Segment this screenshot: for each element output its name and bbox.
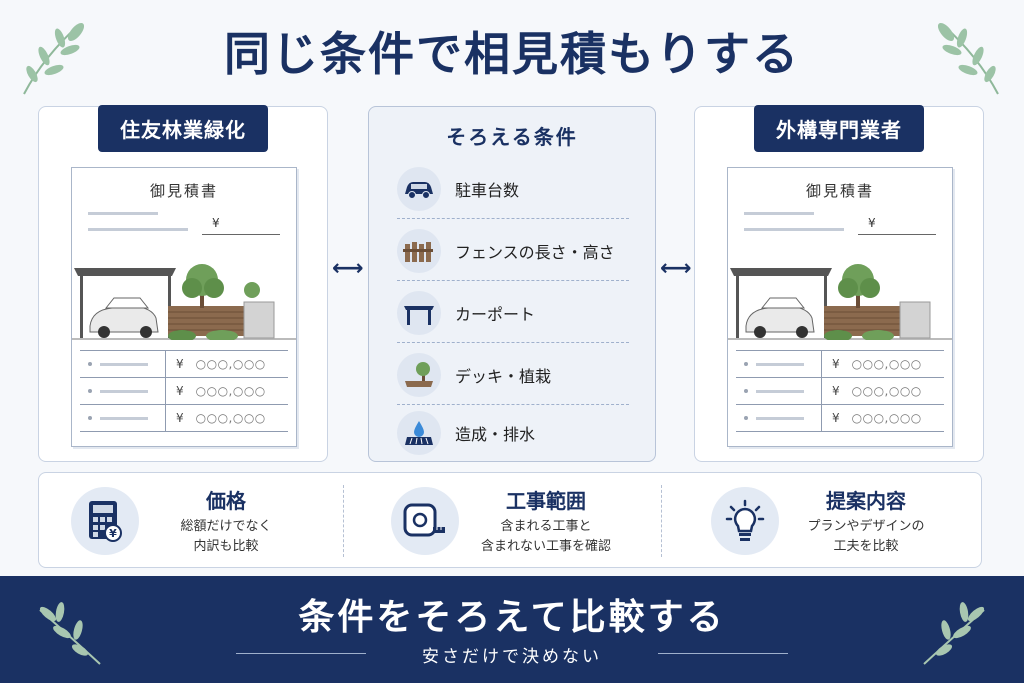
estimate-document: 御見積書 ¥ (727, 167, 953, 447)
lightbulb-icon (711, 487, 779, 555)
car-icon (397, 166, 441, 211)
garden-scene-icon (72, 264, 296, 340)
doc-line (88, 212, 158, 215)
drainage-icon (397, 411, 441, 455)
leaf-icon (39, 602, 101, 665)
fence-icon (397, 228, 441, 273)
comparison-points: ¥ 価格 総額だけでなく内訳も比較 工事範囲 含まれる工事と含まれない工事を確認… (38, 472, 982, 568)
company-tag: 外構専門業者 (754, 105, 924, 152)
doc-title: 御見積書 (805, 182, 874, 200)
banner-title: 条件をそろえて比較する (298, 597, 726, 638)
divider (236, 653, 366, 654)
compare-arrow-icon: ⟷ (332, 256, 364, 281)
doc-line (744, 212, 814, 215)
estimate-table: ¥○○○,○○○ ¥○○○,○○○ ¥○○○,○○○ (736, 350, 944, 432)
compare-arrow-icon: ⟷ (660, 256, 692, 281)
page-title: 同じ条件で相見積もりする (224, 27, 800, 81)
carport-icon (397, 290, 441, 335)
garden-scene-icon (728, 264, 952, 340)
point-proposal: 提案内容 プランやデザインの工夫を比較 (679, 473, 979, 569)
bottom-banner: 条件をそろえて比較する 安さだけで決めない (0, 576, 1024, 683)
conditions-panel: そろえる条件 駐車台数 フェンスの長さ・高さ カーポート デッキ・植栽 造成・排… (368, 106, 656, 462)
point-scope: 工事範囲 含まれる工事と含まれない工事を確認 (359, 473, 659, 569)
estimate-document: 御見積書 ¥ (71, 167, 297, 447)
calculator-icon: ¥ (71, 487, 139, 555)
tape-measure-icon (391, 487, 459, 555)
condition-item: デッキ・植栽 (397, 345, 629, 405)
estimate-card-right: 外構専門業者 御見積書 ¥ (694, 105, 984, 462)
leaf-icon (923, 602, 985, 665)
table-row: ¥○○○,○○○ (736, 351, 944, 378)
table-row: ¥○○○,○○○ (80, 405, 288, 432)
doc-yen: ¥ (212, 216, 220, 230)
table-row: ¥○○○,○○○ (736, 378, 944, 405)
condition-item: 駐車台数 (397, 159, 629, 219)
deck-tree-icon (397, 352, 441, 397)
condition-item: フェンスの長さ・高さ (397, 221, 629, 281)
estimate-table: ¥○○○,○○○ ¥○○○,○○○ ¥○○○,○○○ (80, 350, 288, 432)
table-row: ¥○○○,○○○ (736, 405, 944, 432)
table-row: ¥○○○,○○○ (80, 351, 288, 378)
divider (343, 485, 344, 557)
conditions-title: そろえる条件 (446, 125, 578, 149)
leaf-icon (23, 22, 85, 95)
condition-item: カーポート (397, 283, 629, 343)
banner-subtitle: 安さだけで決めない (422, 647, 602, 667)
doc-yen-line (858, 234, 936, 235)
divider (661, 485, 662, 557)
doc-line (744, 228, 844, 231)
divider (658, 653, 788, 654)
svg-text:¥: ¥ (109, 527, 117, 540)
doc-line (88, 228, 188, 231)
doc-title: 御見積書 (149, 182, 218, 200)
condition-item: 造成・排水 (397, 403, 629, 463)
table-row: ¥○○○,○○○ (80, 378, 288, 405)
point-price: ¥ 価格 総額だけでなく内訳も比較 (39, 473, 339, 569)
leaf-icon (937, 22, 999, 95)
estimate-card-left: 住友林業緑化 御見積書 ¥ (38, 105, 328, 462)
company-tag: 住友林業緑化 (98, 105, 268, 152)
doc-yen-line (202, 234, 280, 235)
doc-yen: ¥ (868, 216, 876, 230)
